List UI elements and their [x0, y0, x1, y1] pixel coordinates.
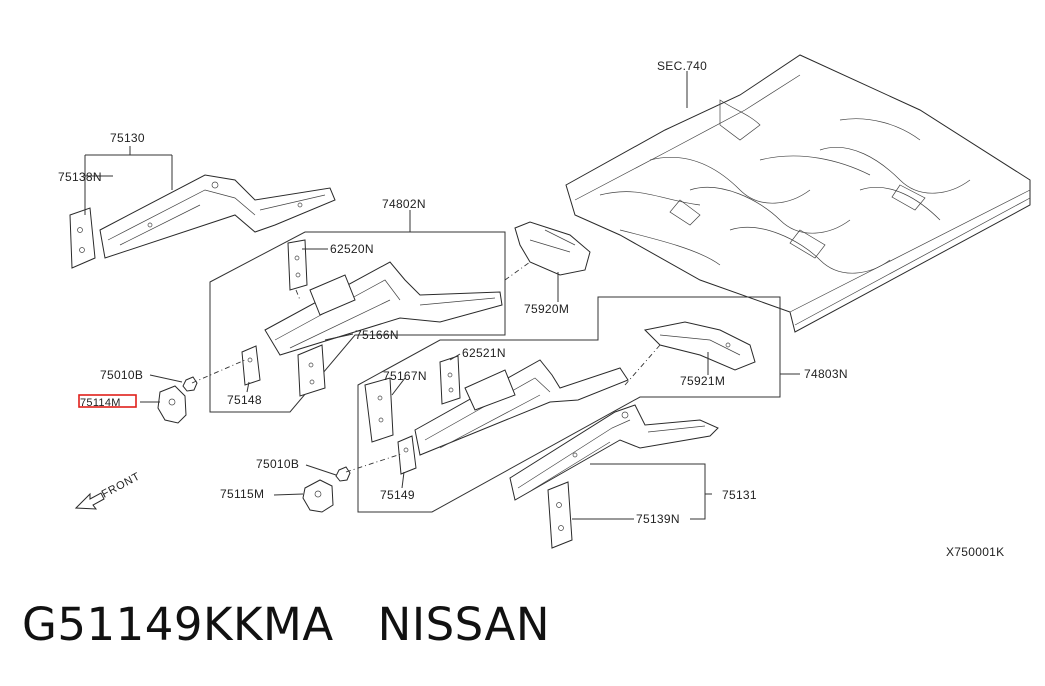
callout-75139n: 75139N	[636, 512, 680, 526]
callout-sec740: SEC.740	[657, 59, 707, 73]
part-75114m	[157, 385, 187, 424]
part-number: G51149KKMA	[22, 598, 334, 651]
side-member-front-lh	[99, 174, 336, 259]
callout-74802n: 74802N	[382, 197, 426, 211]
callout-75010b-lower: 75010B	[256, 457, 299, 471]
front-arrow-icon	[74, 492, 105, 510]
callout-75149: 75149	[380, 488, 415, 502]
bracket-62520n	[287, 239, 308, 291]
floor-panel-illustration	[565, 54, 1031, 333]
callout-75131: 75131	[722, 488, 757, 502]
bracket-75920m	[514, 221, 591, 276]
assembly-line-lower	[345, 453, 402, 473]
brand-name: NISSAN	[377, 598, 550, 651]
callout-62520n: 62520N	[330, 242, 374, 256]
side-member-assembly-74803n	[414, 359, 629, 456]
nut-75010b-upper	[182, 376, 198, 392]
bracket-75139n	[547, 481, 573, 549]
bracket-75921m	[643, 321, 756, 371]
callout-75114m: 75114M	[80, 397, 121, 409]
footer: G51149KKMA NISSAN	[22, 598, 550, 651]
bracket-75138n	[69, 207, 96, 269]
leader-lines	[84, 71, 800, 520]
callout-75921m: 75921M	[680, 374, 725, 388]
assembly-line-62520n	[295, 289, 301, 301]
callout-75148: 75148	[227, 393, 262, 407]
side-member-front-rh	[509, 404, 719, 501]
front-direction-indicator: FRONT	[74, 470, 143, 510]
callout-62521n: 62521N	[462, 346, 506, 360]
callout-75130: 75130	[110, 131, 145, 145]
callout-74803n: 74803N	[804, 367, 848, 381]
assembly-box-74803n	[357, 296, 781, 513]
callout-75166n: 75166N	[355, 328, 399, 342]
bracket-75149	[397, 435, 417, 475]
callout-75920m: 75920M	[524, 302, 569, 316]
callout-75010b-upper: 75010B	[100, 368, 143, 382]
callout-75167n: 75167N	[383, 369, 427, 383]
callout-75115m: 75115M	[220, 487, 264, 501]
part-75115m	[302, 479, 334, 513]
assembly-box-74802n	[209, 231, 506, 413]
assembly-line-75921m	[624, 344, 661, 386]
assembly-line-upper	[191, 359, 246, 384]
nut-75010b-lower	[335, 466, 351, 482]
front-label: FRONT	[100, 470, 143, 500]
drawing-code: X750001K	[946, 545, 1004, 559]
bracket-75148	[241, 345, 261, 386]
bracket-75167n	[364, 377, 394, 443]
bracket-75166n	[297, 344, 326, 397]
highlight-box-75114m	[78, 394, 137, 408]
bracket-62521n	[439, 355, 461, 405]
callout-75138n: 75138N	[58, 170, 102, 184]
assembly-line-75920m	[504, 261, 531, 281]
